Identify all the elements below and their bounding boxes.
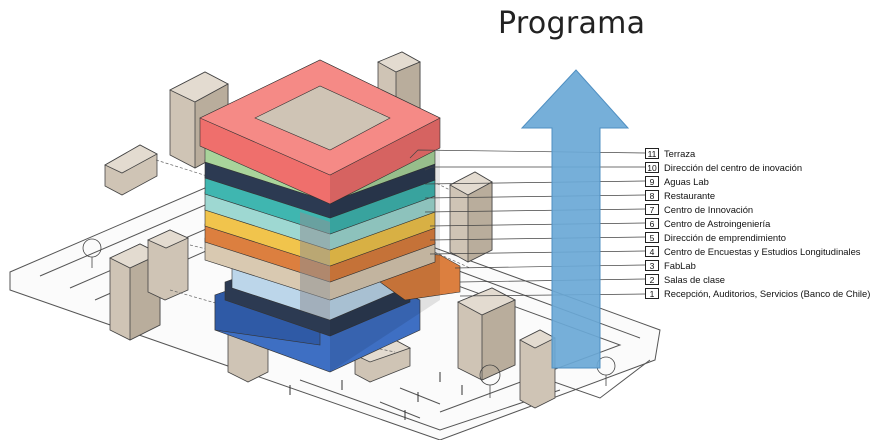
legend-number: 11: [645, 147, 659, 159]
legend-number: 3: [645, 260, 659, 272]
legend-item: 8 Restaurante: [645, 188, 881, 202]
legend-item: 1 Recepción, Auditorios, Servicios (Banco…: [645, 287, 881, 301]
legend-number: 9: [645, 175, 659, 187]
diagram-title: Programa: [498, 6, 646, 41]
legend-item: 5 Dirección de emprendimiento: [645, 231, 881, 245]
legend-label: Centro de Innovación: [664, 203, 754, 215]
legend-number: 4: [645, 246, 659, 258]
legend-label: Salas de clase: [664, 274, 725, 286]
legend-number: 10: [645, 161, 659, 173]
legend-number: 6: [645, 218, 659, 230]
program-legend: 11 Terraza 10 Dirección del centro de inov…: [645, 146, 881, 301]
legend-item: 2 Salas de clase: [645, 273, 881, 287]
legend-item: 11 Terraza: [645, 146, 881, 160]
legend-label: Dirección de emprendimiento: [664, 232, 786, 244]
legend-number: 8: [645, 189, 659, 201]
legend-item: 7 Centro de Innovación: [645, 202, 881, 216]
main-building: [199, 59, 461, 373]
legend-number: 1: [645, 288, 659, 300]
legend-item: 3 FabLab: [645, 259, 881, 273]
legend-label: Terraza: [664, 147, 696, 159]
legend-label: Restaurante: [664, 189, 716, 201]
legend-label: Centro de Astroingeniería: [664, 218, 771, 230]
legend-item: 4 Centro de Encuestas y Estudios Longitud…: [645, 245, 881, 259]
legend-label: Aguas Lab: [664, 175, 709, 187]
legend-label: FabLab: [664, 260, 696, 272]
legend-number: 7: [645, 203, 659, 215]
legend-label: Centro de Encuestas y Estudios Longitudi…: [664, 246, 861, 258]
legend-number: 2: [645, 274, 659, 286]
legend-item: 9 Aguas Lab: [645, 174, 881, 188]
upward-arrow: [520, 69, 630, 369]
legend-item: 10 Dirección del centro de inovación: [645, 160, 881, 174]
legend-label: Dirección del centro de inovación: [664, 161, 803, 173]
legend-number: 5: [645, 232, 659, 244]
legend-label: Recepción, Auditorios, Servicios (Banco …: [664, 288, 871, 300]
trees: [82, 238, 616, 398]
legend-item: 6 Centro de Astroingeniería: [645, 216, 881, 230]
pedestrians: [289, 372, 463, 420]
